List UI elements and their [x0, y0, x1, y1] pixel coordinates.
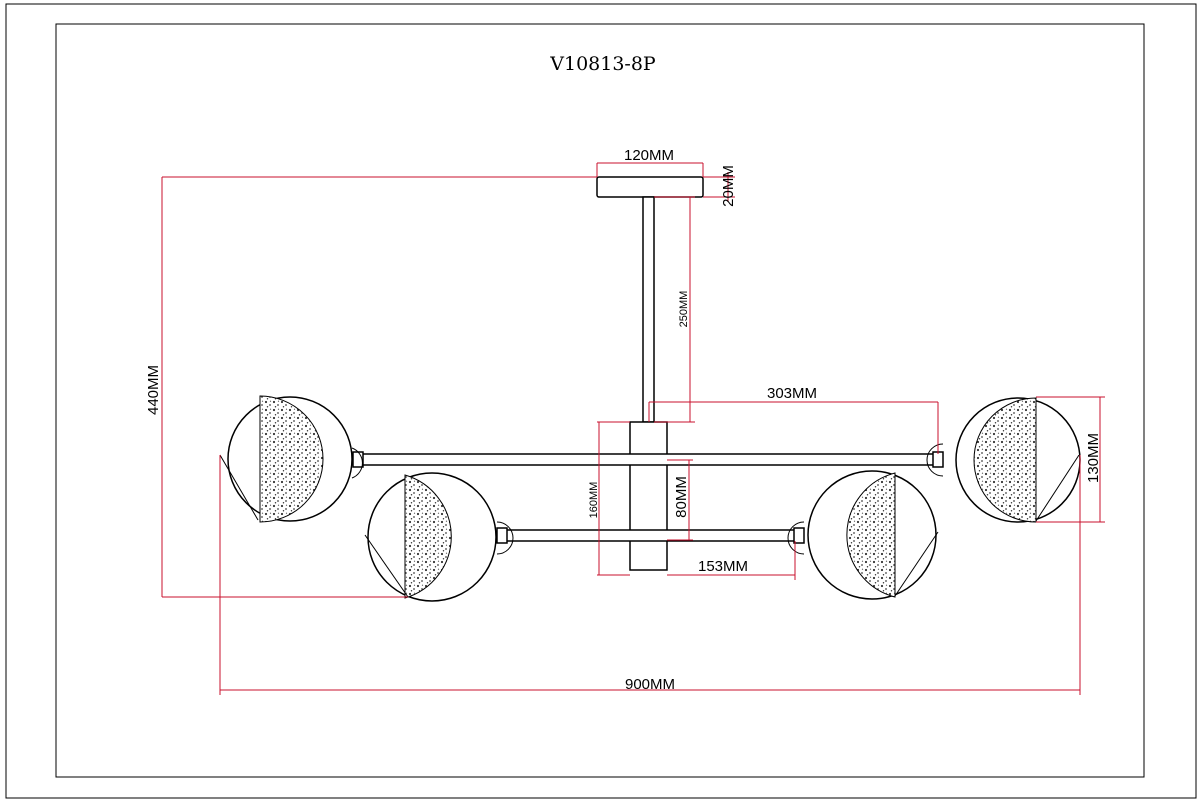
outer-frame [5, 3, 1197, 799]
glass-shade [926, 397, 1081, 523]
canopy [596, 176, 704, 198]
glass-shade [219, 395, 363, 523]
dim-label-total-width: 900MM [625, 676, 675, 693]
central-body [629, 421, 668, 571]
dim-label-total-height: 440MM [145, 365, 162, 415]
dim-label-canopy-height: 20MM [720, 165, 737, 207]
arm-end-cap [496, 527, 508, 544]
dim-label-body-height: 160MM [588, 482, 600, 519]
drawing-title: V10813-8P [549, 53, 656, 75]
glass-shade [364, 472, 514, 602]
upper-arm [354, 453, 939, 466]
inner-frame [55, 23, 1145, 778]
lower-arm [499, 529, 801, 542]
dim-label-rod-length: 250MM [678, 291, 690, 328]
dimension-lines [161, 162, 1105, 695]
dim-label-arm-lower: 153MM [698, 558, 748, 575]
arm-end-cap [932, 451, 944, 468]
dim-label-arm-upper: 303MM [767, 385, 817, 402]
hanging-rod [642, 196, 655, 423]
dim-label-shade-height: 130MM [1085, 433, 1102, 483]
lamp-assembly [219, 176, 1081, 602]
glass-shade [787, 470, 939, 600]
arm-end-cap [793, 527, 805, 544]
dim-label-body-inner: 80MM [673, 476, 690, 518]
arm-end-cap [352, 451, 364, 468]
dim-label-canopy-width: 120MM [624, 147, 674, 164]
